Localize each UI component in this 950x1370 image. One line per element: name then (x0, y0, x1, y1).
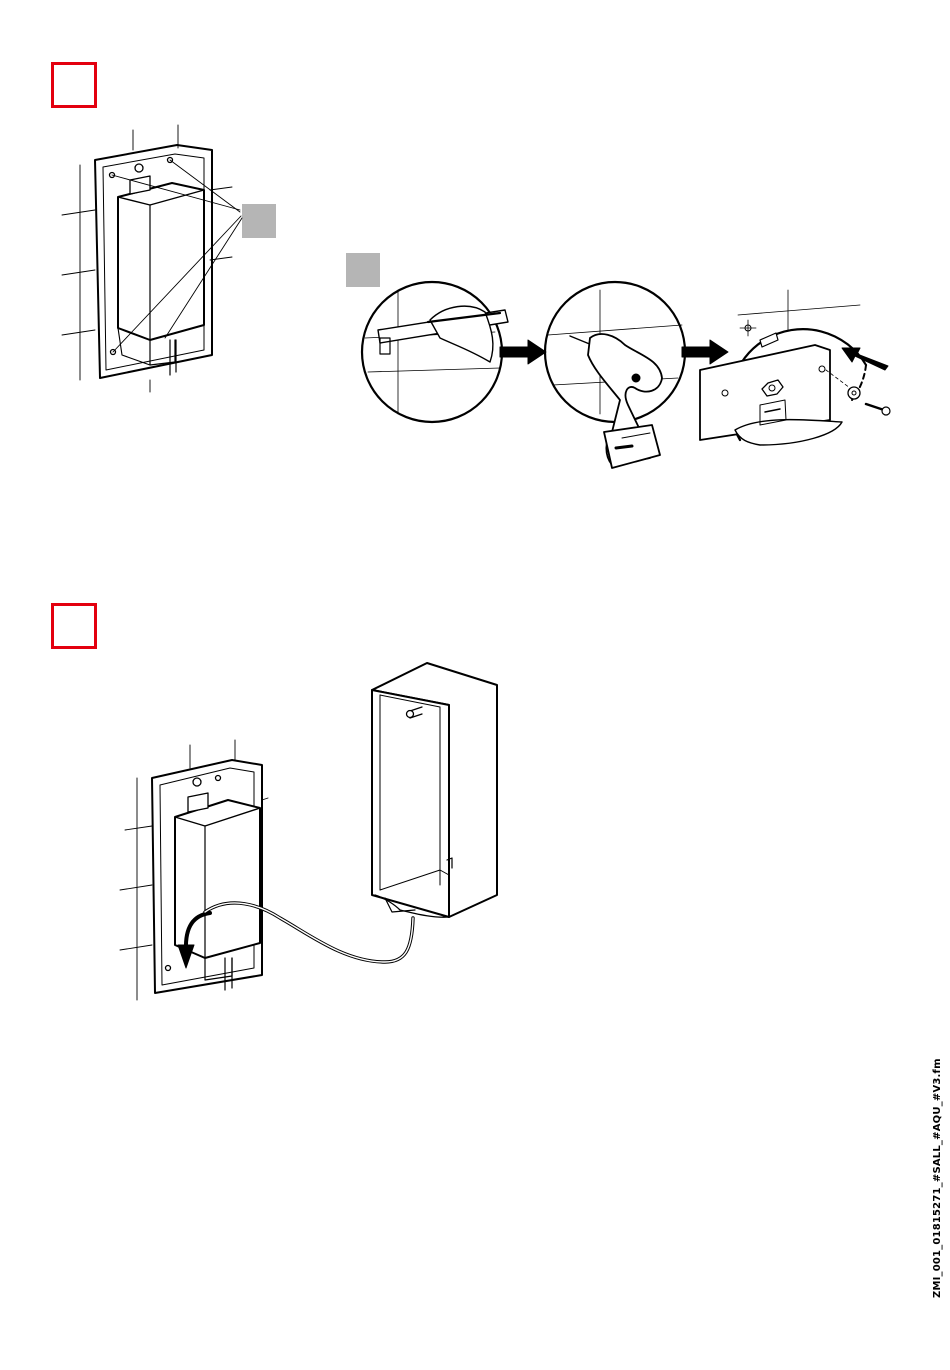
file-reference-text: ZMI_001_01815271_#SALL_#AQU_#V3.fm (931, 1058, 945, 1298)
substep-screw-plate-circle (700, 290, 890, 445)
substep-mark-holes-circle (362, 282, 508, 422)
step-2-module-drawing (120, 740, 268, 1000)
step-1-module-drawing (62, 125, 242, 392)
file-reference-label: ZMI_001_01815271_#SALL_#AQU_#V3.fm (931, 1048, 945, 1298)
housing-box-drawing (372, 663, 497, 917)
arrow-1-icon (500, 340, 546, 364)
arrow-2-icon (682, 340, 728, 364)
substep-drill-circle (545, 282, 685, 468)
